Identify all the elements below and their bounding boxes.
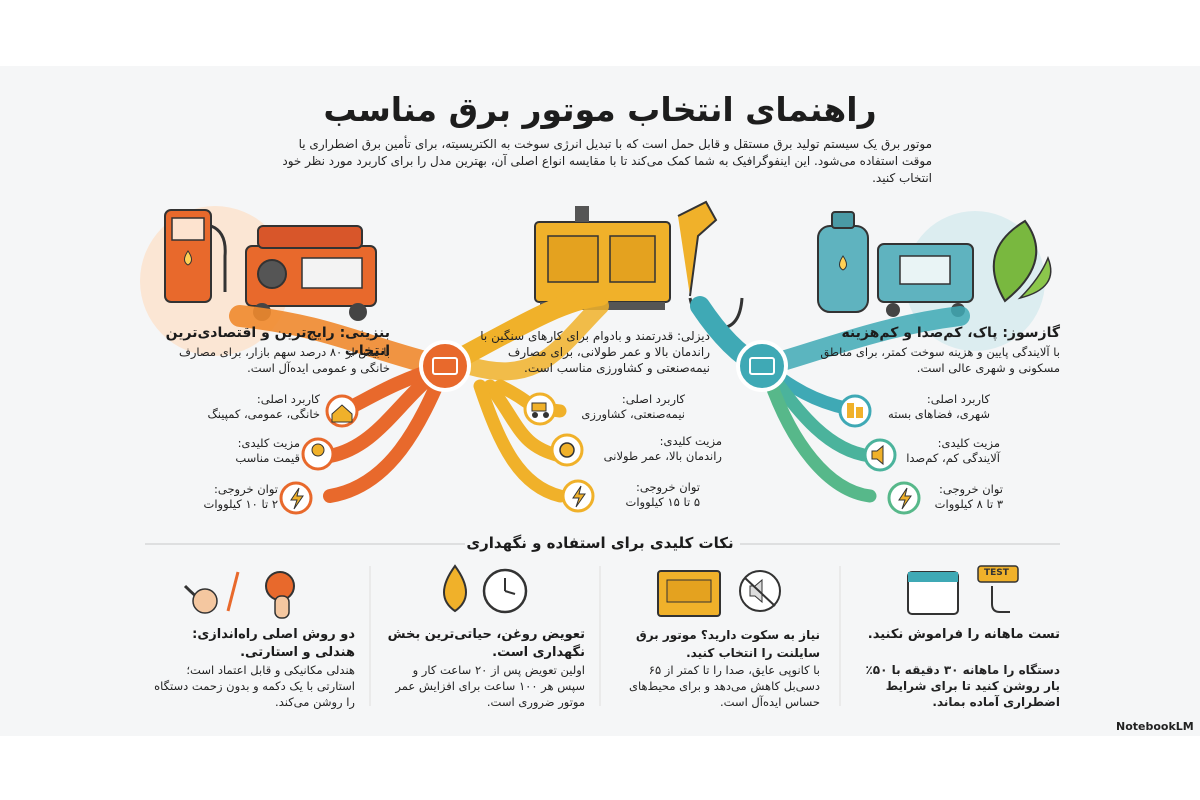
infographic: راهنمای انتخاب موتور برق مناسب موتور برق…	[0, 66, 1200, 736]
coin-hand-icon	[301, 437, 335, 471]
diesel-item-advantage: مزیت کلیدی: راندمان بالا، عمر طولانی	[592, 434, 722, 464]
gas-title: گازسوز: پاک، کم‌صدا و کم‌هزینه	[841, 325, 1060, 341]
tip-start-body: هندلی مکانیکی و قابل اعتماد است؛ استارتی…	[154, 663, 355, 709]
item-label: مزیت کلیدی:	[937, 436, 1000, 450]
petrol-desc: با بیش از ۸۰ درصد سهم بازار، برای مصارف …	[178, 345, 390, 375]
tip-oil-body: اولین تعویض پس از ۲۰ ساعت کار و سپس هر ۱…	[395, 663, 585, 709]
gas-cylinder-icon	[817, 211, 869, 313]
silent-generator-icon	[657, 570, 721, 617]
diesel-title: دیزلی: قدرتمند و بادوام برای کارهای سنگی…	[470, 328, 710, 376]
gas-item-power: توان خروجی: ۳ تا ۸ کیلووات	[928, 482, 1003, 512]
item-label: مزیت کلیدی:	[237, 436, 300, 450]
tip-silent-title: نیاز به سکوت دارید؟ موتور برق سایلنت را …	[635, 628, 820, 660]
page-title: راهنمای انتخاب موتور برق مناسب	[323, 90, 877, 129]
petrol-title: بنزینی: رایج‌ترین و اقتصادی‌ترین انتخاب	[165, 325, 390, 359]
tip-oil-title: تعویض روغن، حیاتی‌ترین بخش نگهداری است.	[387, 627, 585, 660]
gear-icon	[550, 433, 584, 467]
buildings-icon	[838, 394, 872, 428]
tip-silent-body: با کانوپی عایق، صدا را تا کمتر از ۶۵ دسی…	[628, 663, 820, 709]
item-value: شهری، فضاهای بسته	[888, 407, 990, 421]
petrol-node-icon	[419, 340, 471, 392]
push-button-icon	[265, 571, 295, 619]
tractor-icon	[523, 392, 557, 426]
item-label: کاربرد اصلی:	[256, 392, 320, 406]
item-label: کاربرد اصلی:	[621, 392, 685, 406]
fuel-pump-icon	[164, 209, 227, 303]
diesel-item-power: توان خروجی: ۵ تا ۱۵ کیلووات	[600, 480, 701, 510]
illustration-layer	[140, 200, 1060, 706]
test-label: TEST	[984, 568, 1009, 578]
petrol-generator-icon	[245, 225, 377, 321]
item-label: مزیت کلیدی:	[659, 434, 722, 448]
intro-text: موتور برق یک سیستم تولید برق مستقل و قاب…	[282, 137, 932, 185]
gas-generator-icon	[877, 243, 974, 317]
item-value: خانگی، عمومی، کمپینگ	[207, 407, 320, 421]
item-value: ۳ تا ۸ کیلووات	[934, 497, 1003, 511]
item-label: توان خروجی:	[938, 482, 1003, 496]
diesel-title-text: دیزلی: قدرتمند و بادوام برای کارهای سنگی…	[491, 329, 710, 343]
tip-test-title: تست ماهانه را فراموش نکنید.	[867, 627, 1060, 642]
test-plug-icon	[977, 565, 1019, 613]
diesel-generator-icon	[534, 206, 671, 310]
tip-start-title: دو روش اصلی راه‌اندازی: هندلی و استارتی.	[192, 627, 355, 660]
item-label: توان خروجی:	[213, 482, 278, 496]
item-value: نیمه‌صنعتی، کشاورزی	[581, 407, 685, 421]
petrol-item-usage: کاربرد اصلی: خانگی، عمومی، کمپینگ	[190, 392, 320, 422]
clock-icon	[482, 568, 528, 614]
leaf-icon	[992, 219, 1052, 303]
calendar-icon	[907, 571, 959, 615]
gas-item-advantage: مزیت کلیدی: آلایندگی کم، کم‌صدا	[900, 436, 1000, 466]
petrol-item-advantage: مزیت کلیدی: قیمت مناسب	[200, 436, 300, 466]
diesel-item-usage: کاربرد اصلی: نیمه‌صنعتی، کشاورزی	[565, 392, 685, 422]
item-value: راندمان بالا، عمر طولانی	[603, 449, 722, 463]
lightning-icon	[887, 481, 921, 515]
gas-item-usage: کاربرد اصلی: شهری، فضاهای بسته	[880, 392, 990, 422]
item-value: ۲ تا ۱۰ کیلووات	[203, 497, 279, 511]
notebooklm-brand: NotebookLM	[1116, 720, 1194, 733]
petrol-item-power: توان خروجی: ۲ تا ۱۰ کیلووات	[175, 482, 279, 512]
lightning-icon	[279, 481, 313, 515]
item-label: توان خروجی:	[635, 480, 700, 494]
mute-icon	[739, 570, 781, 612]
gas-desc: با آلایندگی پایین و هزینه سوخت کمتر، برا…	[820, 345, 1060, 375]
tips-heading: نکات کلیدی برای استفاده و نگهداری	[466, 534, 734, 552]
item-value: آلایندگی کم، کم‌صدا	[906, 451, 1000, 465]
house-icon	[325, 394, 359, 428]
item-value: ۵ تا ۱۵ کیلووات	[625, 495, 701, 509]
tip-test-body: دستگاه را ماهانه ۳۰ دقیقه با ۵۰٪ بار روش…	[865, 663, 1060, 709]
item-value: قیمت مناسب	[235, 451, 300, 465]
diesel-desc: با راندمان بالا و عمر طولانی، برای مصارف…	[480, 329, 710, 375]
pull-start-icon	[183, 571, 240, 614]
item-label: کاربرد اصلی:	[926, 392, 990, 406]
gas-node-icon	[736, 340, 788, 392]
speaker-icon	[863, 438, 897, 472]
lightning-icon	[561, 479, 595, 513]
oil-drop-icon	[443, 564, 467, 613]
